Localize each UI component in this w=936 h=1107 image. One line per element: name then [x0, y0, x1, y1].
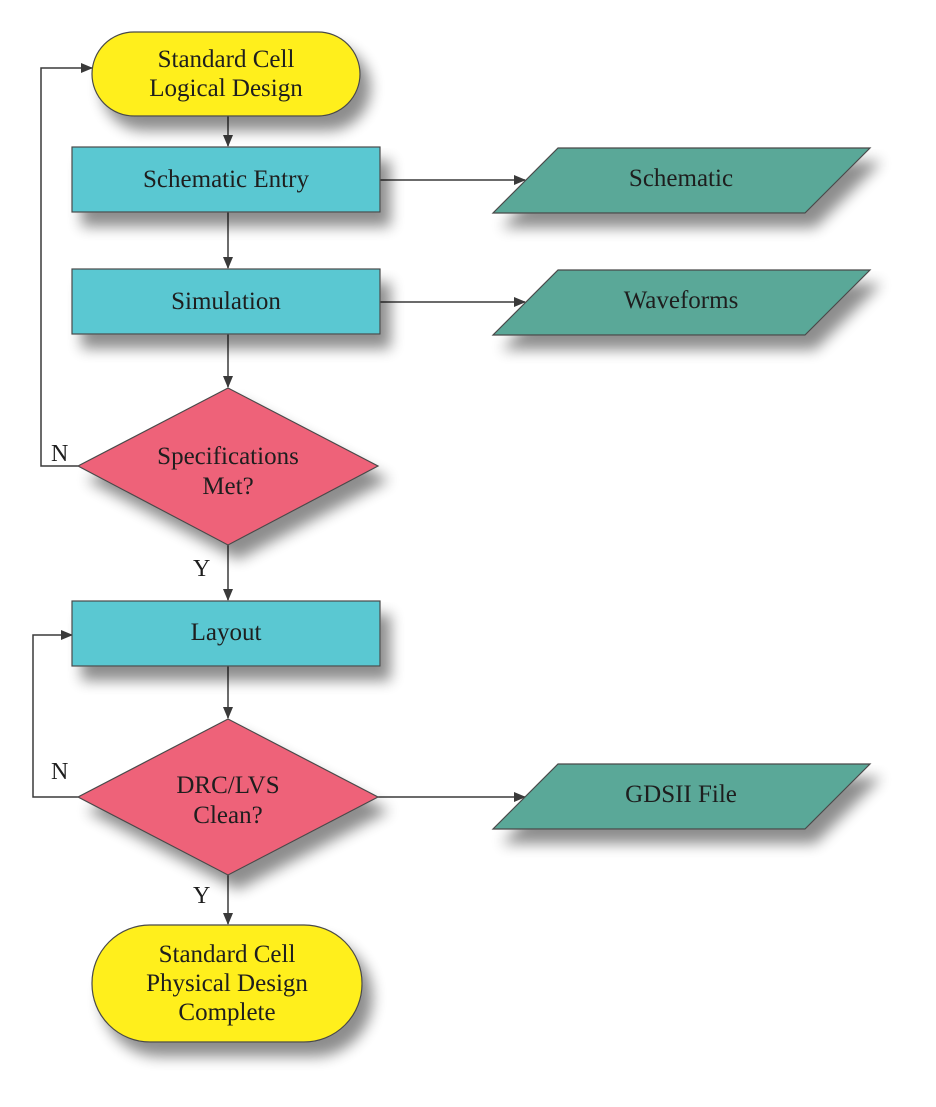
spec-yes-label: Y: [193, 556, 210, 582]
spec-met-line-1: Specifications: [157, 443, 299, 470]
gdsii-data: GDSII File: [491, 763, 872, 830]
end-terminal: Standard Cell Physical Design Complete: [91, 924, 363, 1043]
start-line-2: Logical Design: [149, 75, 303, 102]
drc-lvs-line-1: DRC/LVS: [176, 772, 279, 799]
simulation-process: Simulation: [71, 268, 381, 335]
start-line-1: Standard Cell: [158, 46, 295, 73]
layout-process: Layout: [71, 600, 381, 667]
end-line-3: Complete: [178, 999, 275, 1026]
end-line-1: Standard Cell: [159, 941, 296, 968]
layout-label: Layout: [191, 619, 262, 646]
schematic-data: Schematic: [491, 147, 872, 214]
schematic-entry-label: Schematic Entry: [143, 166, 309, 193]
spec-met-decision: Specifications Met?: [76, 387, 380, 546]
end-line-2: Physical Design: [146, 970, 308, 997]
schematic-label: Schematic: [629, 165, 733, 192]
gdsii-label: GDSII File: [625, 781, 737, 808]
edge-drc-lvs-no-loop: [32, 630, 78, 798]
drc-no-label: N: [51, 759, 68, 785]
drc-yes-label: Y: [193, 883, 210, 909]
drc-lvs-decision: DRC/LVS Clean?: [76, 718, 380, 876]
waveforms-label: Waveforms: [624, 287, 739, 314]
start-terminal: Standard Cell Logical Design: [91, 31, 361, 117]
edges: [32, 63, 526, 925]
waveforms-data: Waveforms: [491, 269, 872, 336]
drc-lvs-line-2: Clean?: [193, 802, 262, 829]
simulation-label: Simulation: [171, 288, 281, 315]
spec-met-line-2: Met?: [202, 473, 253, 500]
schematic-entry-process: Schematic Entry: [71, 146, 381, 213]
edge-spec-met-no-loop: [40, 63, 93, 467]
spec-no-label: N: [51, 441, 68, 467]
